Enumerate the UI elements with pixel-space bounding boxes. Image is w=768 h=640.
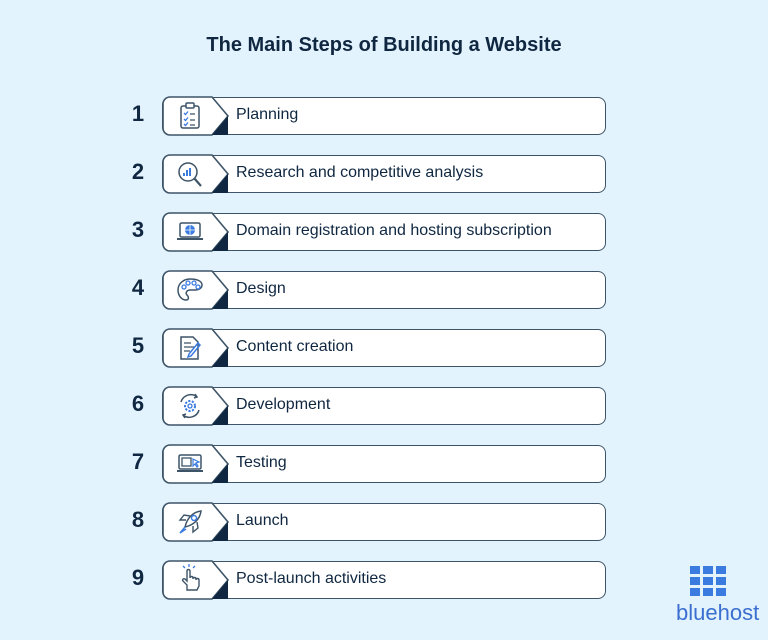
step-label: Design (236, 280, 286, 297)
step-box (162, 329, 606, 367)
step-label: Domain registration and hosting subscrip… (236, 222, 552, 239)
step-label: Research and competitive analysis (236, 164, 484, 181)
step-row: 9 Post-launch activities (126, 560, 606, 600)
step-label: Planning (236, 106, 299, 123)
step-box (162, 387, 606, 425)
step-box (162, 97, 606, 135)
laptop-globe-icon (177, 222, 203, 240)
gear-cycle-icon (180, 393, 200, 419)
clipboard-checklist-icon (180, 102, 200, 129)
step-icon-tag (162, 154, 230, 194)
step-row: 2 Research and competitive analysis (126, 154, 606, 194)
palette-icon (177, 278, 203, 301)
magnifier-chart-icon (178, 162, 202, 187)
step-row: 1 Planning (126, 96, 606, 136)
step-icon-tag (162, 328, 230, 368)
step-number: 6 (131, 391, 145, 416)
page-title: The Main Steps of Building a Website (206, 34, 562, 56)
step-row: 5 Content creation (126, 328, 606, 368)
step-icon-tag (162, 270, 230, 310)
step-icon-tag (162, 444, 230, 484)
laptop-cursor-icon (177, 454, 203, 472)
step-row: 8 Launch (126, 502, 606, 542)
hand-pointer-icon (181, 564, 200, 591)
step-label: Testing (236, 454, 287, 471)
step-icon-tag (162, 502, 230, 542)
step-box (162, 271, 606, 309)
step-label: Launch (236, 512, 289, 529)
step-number: 5 (131, 333, 145, 358)
step-label: Content creation (236, 338, 354, 355)
step-number: 7 (131, 449, 145, 474)
bluehost-grid-logo-icon (690, 566, 726, 596)
brand-name: bluehost (676, 600, 760, 625)
step-box (162, 503, 606, 541)
step-number: 9 (131, 565, 145, 590)
step-row: 6 Development (126, 386, 606, 426)
step-icon-tag (162, 560, 230, 600)
rocket-icon (178, 510, 202, 534)
step-row: 7 Testing (126, 444, 606, 484)
step-label: Post-launch activities (236, 570, 387, 587)
step-number: 2 (131, 159, 145, 184)
step-number: 4 (131, 275, 145, 300)
step-row: 4 Design (126, 270, 606, 310)
step-icon-tag (162, 212, 230, 252)
step-box (162, 445, 606, 483)
step-icon-tag (162, 96, 230, 136)
step-icon-tag (162, 386, 230, 426)
step-number: 1 (131, 101, 145, 126)
step-number: 3 (131, 217, 145, 242)
step-box (162, 561, 606, 599)
document-pen-icon (180, 336, 202, 360)
step-number: 8 (131, 507, 145, 532)
step-box (162, 155, 606, 193)
step-label: Development (236, 396, 331, 413)
step-row: 3 Domain registration and hosting subscr… (126, 212, 606, 252)
